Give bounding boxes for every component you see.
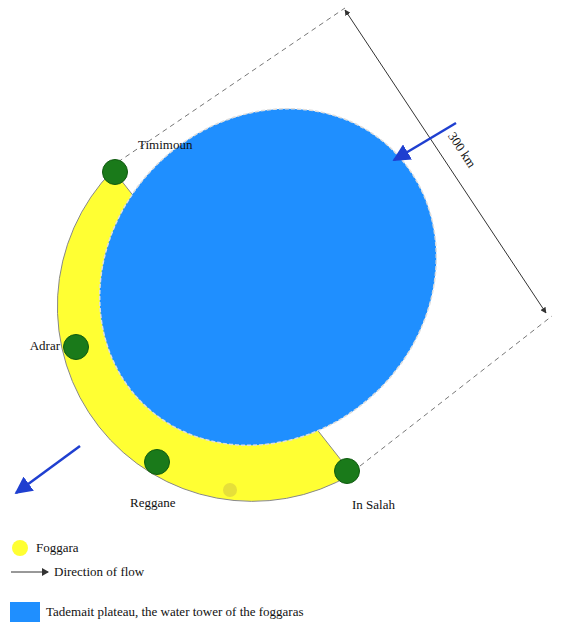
flow-arrow xyxy=(16,446,80,493)
town-name: Adrar xyxy=(30,339,60,353)
legend-text: Direction of flow xyxy=(54,565,144,579)
town-marker: In Salah xyxy=(334,458,360,484)
town-name: Reggane xyxy=(130,496,175,510)
foggara-dot xyxy=(223,483,237,497)
dimension-line xyxy=(345,10,546,313)
town-circle xyxy=(63,334,89,360)
extension-line xyxy=(118,8,345,162)
extension-line xyxy=(360,316,552,466)
legend-swatch xyxy=(10,602,40,622)
town-marker: Reggane xyxy=(144,449,170,475)
town-circle xyxy=(102,159,128,185)
dimension-label: 300 km xyxy=(444,128,480,172)
town-name: In Salah xyxy=(352,498,395,512)
plateau-ellipse xyxy=(30,39,505,514)
legend-swatch xyxy=(11,539,29,557)
town-circle xyxy=(334,458,360,484)
town-name: Timimoun xyxy=(138,138,192,152)
town-marker: Adrar xyxy=(63,334,89,360)
legend-text: Tademait plateau, the water tower of the… xyxy=(46,605,304,619)
town-circle xyxy=(144,449,170,475)
legend-text: Foggara xyxy=(36,541,79,555)
legend-swatch xyxy=(10,566,50,578)
town-marker: Timimoun xyxy=(102,159,128,185)
